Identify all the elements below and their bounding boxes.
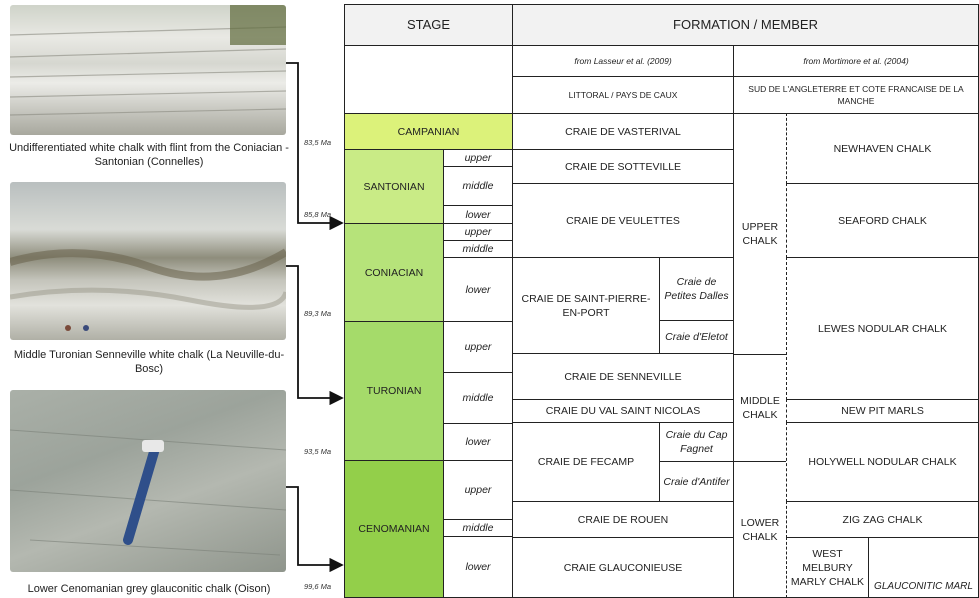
formation-glauconitic-marl: GLAUCONITIC MARL bbox=[868, 576, 979, 598]
photo-caption-3: Lower Cenomanian grey glauconitic chalk … bbox=[27, 583, 271, 595]
age-label: 85,8 Ma bbox=[304, 210, 332, 219]
formation-saint-pierre-en-port: CRAIE DE SAINT-PIERRE-EN-PORT bbox=[512, 257, 660, 354]
formation-val-saint-nicolas: CRAIE DU VAL SAINT NICOLAS bbox=[512, 399, 734, 423]
substage-cenomanian-upper: upper bbox=[443, 460, 513, 520]
formation-holywell: HOLYWELL NODULAR CHALK bbox=[786, 422, 979, 502]
formation-zig-zag: ZIG ZAG CHALK bbox=[786, 501, 979, 538]
formation-senneville: CRAIE DE SENNEVILLE bbox=[512, 353, 734, 400]
stage-coniacian: CONIACIAN bbox=[344, 223, 444, 322]
stage-header: STAGE bbox=[344, 4, 513, 46]
formation-lewes: LEWES NODULAR CHALK bbox=[786, 257, 979, 400]
stage-santonian: SANTONIAN bbox=[344, 149, 444, 224]
chalk-cliff-image bbox=[10, 5, 286, 116]
formation-new-pit-marls: NEW PIT MARLS bbox=[786, 399, 979, 423]
substage-turonian-middle: middle bbox=[443, 372, 513, 424]
stage-campanian: CAMPANIAN bbox=[344, 113, 513, 150]
member-antifer: Craie d'Antifer bbox=[659, 461, 734, 502]
photo-caption-1: Undifferentiated white chalk with flint … bbox=[9, 142, 289, 168]
hammer-on-chalk-image bbox=[10, 429, 286, 556]
region-france: LITTORAL / PAYS DE CAUX bbox=[512, 76, 734, 114]
substage-santonian-upper: upper bbox=[443, 149, 513, 167]
substage-cenomanian-lower: lower bbox=[443, 536, 513, 598]
substage-coniacian-lower: lower bbox=[443, 257, 513, 322]
age-label: 99,6 Ma bbox=[304, 582, 332, 591]
formation-glauconieuse: CRAIE GLAUCONIEUSE bbox=[512, 537, 734, 598]
member-cap-fagnet: Craie du Cap Fagnet bbox=[659, 422, 734, 462]
formation-fecamp: CRAIE DE FECAMP bbox=[512, 422, 660, 502]
photo-neuville bbox=[10, 182, 286, 340]
substage-turonian-upper: upper bbox=[443, 321, 513, 373]
formation-sotteville: CRAIE DE SOTTEVILLE bbox=[512, 149, 734, 184]
formation-veulettes: CRAIE DE VEULETTES bbox=[512, 183, 734, 258]
substage-cenomanian-middle: middle bbox=[443, 519, 513, 537]
region-england: SUD DE L'ANGLETERRE ET COTE FRANCAISE DE… bbox=[733, 76, 979, 114]
member-eletot: Craie d'Eletot bbox=[659, 320, 734, 354]
substage-coniacian-upper: upper bbox=[443, 223, 513, 241]
group-lower-chalk: LOWER CHALK bbox=[733, 461, 787, 598]
photo-connelles bbox=[10, 5, 286, 135]
substage-santonian-middle: middle bbox=[443, 166, 513, 206]
photo-caption-2: Middle Turonian Senneville white chalk (… bbox=[13, 349, 285, 375]
age-label: 83,5 Ma bbox=[304, 138, 332, 147]
source-mortimore: from Mortimore et al. (2004) bbox=[733, 45, 979, 77]
formation-seaford: SEAFORD CHALK bbox=[786, 183, 979, 258]
stage-header-blank bbox=[344, 45, 513, 114]
member-petites-dalles: Craie de Petites Dalles bbox=[659, 257, 734, 321]
age-label: 93,5 Ma bbox=[304, 447, 332, 456]
source-lasseur: from Lasseur et al. (2009) bbox=[512, 45, 734, 77]
formation-newhaven: NEWHAVEN CHALK bbox=[786, 113, 979, 184]
stage-cenomanian: CENOMANIAN bbox=[344, 460, 444, 598]
substage-santonian-lower: lower bbox=[443, 205, 513, 224]
substage-coniacian-middle: middle bbox=[443, 240, 513, 258]
photo-oison bbox=[10, 390, 286, 572]
stage-turonian: TURONIAN bbox=[344, 321, 444, 461]
chalk-quarry-image bbox=[10, 248, 286, 331]
group-upper-chalk: UPPER CHALK bbox=[733, 113, 787, 355]
formation-west-melbury: WEST MELBURY MARLY CHALK bbox=[786, 537, 869, 598]
formation-vasterival: CRAIE DE VASTERIVAL bbox=[512, 113, 734, 150]
group-middle-chalk: MIDDLE CHALK bbox=[733, 354, 787, 462]
substage-turonian-lower: lower bbox=[443, 423, 513, 461]
age-label: 89,3 Ma bbox=[304, 309, 332, 318]
formation-rouen: CRAIE DE ROUEN bbox=[512, 501, 734, 538]
glauconitic-marl-blank bbox=[868, 537, 979, 577]
formation-header: FORMATION / MEMBER bbox=[512, 4, 979, 46]
